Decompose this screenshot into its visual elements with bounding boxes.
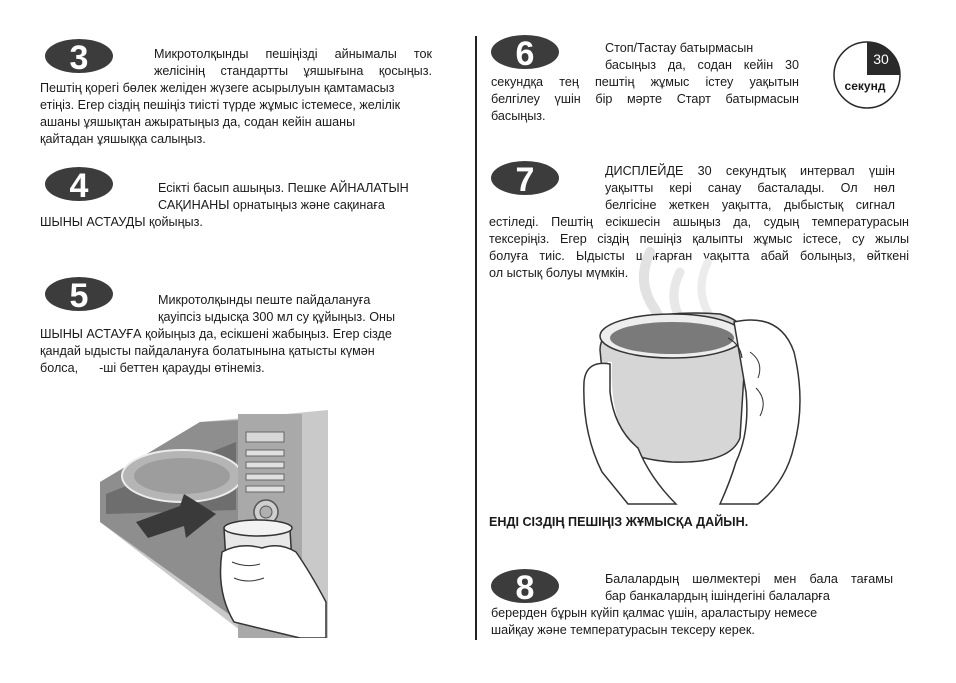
svg-text:7: 7 bbox=[516, 161, 535, 196]
step-5-text: Микротолқынды пеште пайдалануға қауіпсіз… bbox=[158, 293, 395, 324]
svg-text:6: 6 bbox=[516, 35, 535, 70]
column-divider bbox=[475, 36, 477, 640]
step-8-badge-icon: 8 bbox=[491, 569, 559, 604]
step-3-text: Микротолқынды пешіңізді айнымалы ток жел… bbox=[154, 47, 432, 78]
step-4-text: Есікті басып ашыңыз. Пешке АЙНАЛАТЫН САҚ… bbox=[158, 181, 409, 212]
step-3-badge-icon: 3 bbox=[45, 39, 113, 74]
step-3-text-cont: Пештің қорегі бөлек желіден жүзеге асыры… bbox=[40, 81, 401, 146]
step-7-badge-icon: 7 bbox=[491, 161, 559, 196]
step-8-text: Балалардың шөлмектері мен бала тағамы ба… bbox=[605, 572, 893, 603]
svg-text:секунд: секунд bbox=[845, 79, 886, 93]
step-5-text-cont: ШЫНЫ АСТАУҒА қойыңыз да, есікшені жабыңы… bbox=[40, 327, 392, 375]
svg-text:8: 8 bbox=[516, 569, 535, 604]
svg-text:4: 4 bbox=[70, 167, 89, 202]
svg-text:30: 30 bbox=[873, 51, 889, 67]
stopwatch-icon: 30 секунд bbox=[833, 41, 901, 109]
svg-text:3: 3 bbox=[70, 39, 89, 74]
svg-text:5: 5 bbox=[70, 277, 89, 312]
step-7-text: ДИСПЛЕЙДЕ 30 секундтық интервал үшін уақ… bbox=[605, 164, 895, 212]
step-4-text-cont: ШЫНЫ АСТАУДЫ қойыңыз. bbox=[40, 215, 203, 229]
step-8-text-cont: берерден бұрын күйіп қалмас үшін, аралас… bbox=[491, 606, 818, 637]
step-6-badge-icon: 6 bbox=[491, 35, 559, 70]
step-6-text: Стоп/Тастау батырмасын басыңыз да, содан… bbox=[605, 41, 799, 72]
step-7-text-cont: естіледі. Пештің есікшесін ашыңыз да, су… bbox=[489, 215, 909, 280]
hot-cup-illustration bbox=[583, 247, 801, 505]
step-6-text-cont: секундқа тең пештің жұмыс істеу уақытын … bbox=[491, 75, 799, 123]
step-4-badge-icon: 4 bbox=[45, 167, 113, 202]
step-5-badge-icon: 5 bbox=[45, 277, 113, 312]
microwave-illustration bbox=[100, 410, 328, 638]
ready-heading: ЕНДІ СІЗДІҢ ПЕШІҢІЗ ЖҰМЫСҚА ДАЙЫН. bbox=[489, 515, 749, 529]
